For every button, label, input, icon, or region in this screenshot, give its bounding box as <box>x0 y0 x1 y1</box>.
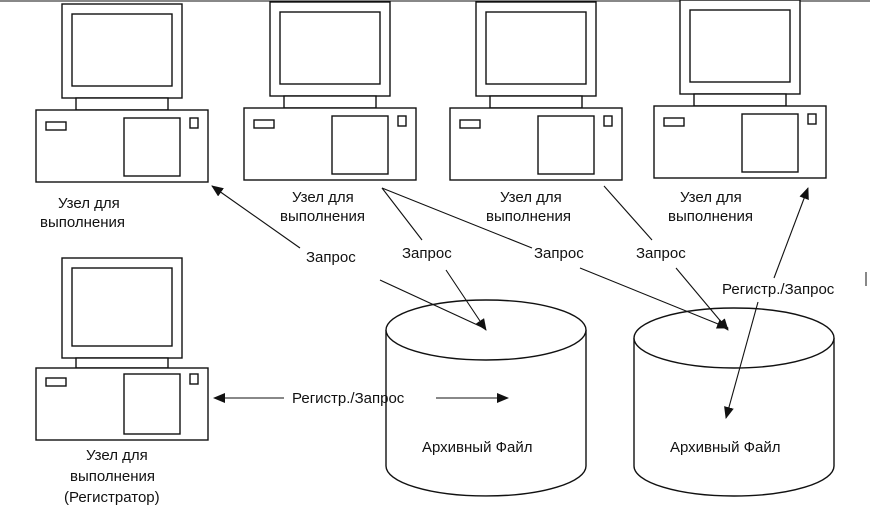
node-1-label-line1: Узел для <box>58 195 120 212</box>
connections <box>211 185 809 419</box>
node-3-label-line2: выполнения <box>486 208 571 225</box>
node-4-label-line1: Узел для <box>680 189 742 206</box>
computer-node-2 <box>243 1 417 181</box>
edge-request-4-lower <box>675 267 729 331</box>
edge-label-register-left: Регистр./Запрос <box>292 390 405 407</box>
node-4-label-line2: выполнения <box>668 208 753 225</box>
edge-request-3-upper <box>381 187 533 249</box>
edge-label-request-1: Запрос <box>306 249 356 266</box>
edge-request-1-upper <box>211 185 301 249</box>
node-5-label-line1: Узел для <box>86 447 148 464</box>
edge-register-right-upper <box>773 187 809 279</box>
edge-label-register-right: Регистр./Запрос <box>722 281 835 298</box>
computer-node-1 <box>35 3 209 183</box>
computer-node-registrar <box>35 257 209 441</box>
archive-cylinder-2 <box>633 307 835 497</box>
computer-node-4 <box>653 0 827 179</box>
node-3-label-line1: Узел для <box>500 189 562 206</box>
computer-icon <box>35 257 209 441</box>
computer-icon <box>653 0 827 179</box>
edge-register-right-lower <box>724 301 759 419</box>
node-5-label-line2: выполнения <box>70 468 155 485</box>
archive-1-label: Архивный Файл <box>422 439 533 456</box>
computer-icon <box>35 3 209 183</box>
node-1-label-line2: выполнения <box>40 214 125 231</box>
edge-request-2-lower <box>445 269 487 331</box>
edge-label-request-2: Запрос <box>402 245 452 262</box>
edge-request-4-upper <box>603 185 653 241</box>
node-5-label-line3: (Регистратор) <box>64 489 160 506</box>
node-2-label-line2: выполнения <box>280 208 365 225</box>
computer-node-3 <box>449 1 623 181</box>
edge-label-request-3: Запрос <box>534 245 584 262</box>
archive-2-label: Архивный Файл <box>670 439 781 456</box>
computer-icon <box>449 1 623 181</box>
edge-label-request-4: Запрос <box>636 245 686 262</box>
edge-request-3-lower <box>579 267 729 329</box>
computer-icon <box>243 1 417 181</box>
node-2-label-line1: Узел для <box>292 189 354 206</box>
edge-request-1-lower <box>379 279 485 329</box>
edge-request-2-upper <box>381 187 423 241</box>
